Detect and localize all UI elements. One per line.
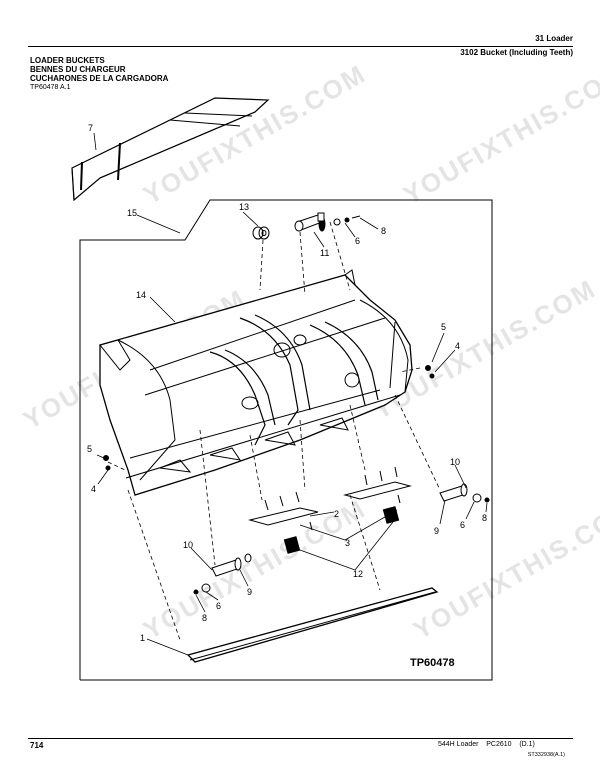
- figure-reference: TP60478 A.1: [30, 84, 71, 91]
- part-2-plates: [248, 481, 412, 526]
- pin-group-right: [439, 483, 490, 503]
- title-spanish: CUCHARONES DE LA CARGADORA: [30, 74, 169, 83]
- callout-7: 7: [88, 123, 93, 133]
- callout-6: 6: [355, 236, 360, 246]
- callout-1: 1: [140, 633, 145, 643]
- part-13-bushing: [252, 226, 270, 240]
- model-line: 544H Loader PC2610 (D.1): [438, 741, 535, 748]
- callout-12: 12: [353, 569, 363, 579]
- callout-9: 9: [247, 587, 252, 597]
- leader-lines: [93, 132, 488, 656]
- callout-4: 4: [455, 341, 460, 351]
- part-14-bucket: [99, 269, 413, 496]
- title-french: BENNES DU CHARGEUR: [30, 65, 126, 74]
- callout-5: 5: [441, 322, 446, 332]
- callout-2: 2: [334, 509, 339, 519]
- section-title: 31 Loader: [535, 34, 573, 43]
- page-titles: LOADER BUCKETS BENNES DU CHARGEUR CUCHAR…: [30, 56, 168, 83]
- callout-4: 4: [91, 484, 96, 494]
- callout-5: 5: [87, 444, 92, 454]
- title-english: LOADER BUCKETS: [30, 56, 105, 65]
- callout-8: 8: [202, 613, 207, 623]
- figure-label: TP60478: [410, 657, 455, 669]
- part-7-edge-strip: [71, 97, 270, 202]
- pin-group-left: [193, 553, 252, 595]
- callout-8: 8: [381, 226, 386, 236]
- page-number: 714: [30, 741, 44, 750]
- callout-13: 13: [239, 202, 249, 212]
- callout-8: 8: [482, 513, 487, 523]
- callouts: 7 15 13 11 6 8 14 5 4 5 4 10 2 9 6 8 3 1…: [87, 123, 487, 643]
- kit-frame: [79, 199, 493, 681]
- callout-6: 6: [216, 601, 221, 611]
- alignment-lines: [107, 221, 441, 641]
- callout-11: 11: [320, 248, 329, 258]
- group-title: 3102 Bucket (Including Teeth): [460, 48, 573, 57]
- callout-6: 6: [460, 520, 465, 530]
- callout-9: 9: [434, 526, 439, 536]
- callout-14: 14: [136, 290, 146, 300]
- callout-10: 10: [450, 457, 460, 467]
- callout-15: 15: [127, 208, 137, 218]
- part-11-pin: [294, 212, 326, 232]
- footer-divider: [28, 738, 573, 739]
- part-1-cutting-edge: [186, 587, 439, 663]
- callout-3: 3: [345, 538, 350, 548]
- callout-10: 10: [183, 540, 193, 550]
- header-divider: [28, 46, 573, 47]
- sheet-id: ST332938(A.1): [527, 752, 565, 758]
